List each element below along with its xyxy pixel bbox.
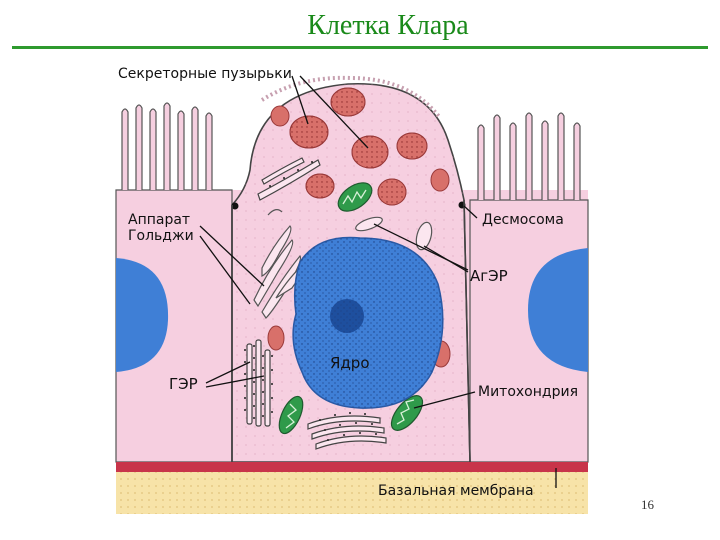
left-neighbor-cell	[115, 102, 233, 463]
nucleus	[292, 236, 444, 409]
rough-er-left-stack	[246, 339, 271, 427]
leader-lines	[199, 75, 557, 488]
label-secretory-vesicles: Секреторные пузырьки	[118, 66, 292, 82]
label-smooth-er: АгЭР	[470, 267, 508, 285]
desmosome-left	[231, 202, 239, 210]
label-basal-membrane: Базальная мембрана	[378, 483, 534, 499]
label-mitochondria: Митохондрия	[478, 384, 578, 400]
right-neighbor-cell	[469, 112, 589, 463]
mitochondrion-lower-left	[278, 395, 304, 435]
page-number: 16	[641, 497, 654, 512]
mitochondrion-top	[337, 182, 373, 212]
label-desmosome: Десмосома	[482, 212, 564, 228]
label-golgi-line2: Гольджи	[128, 228, 194, 244]
basal-membrane	[116, 462, 588, 514]
label-rough-er: ГЭР	[169, 375, 198, 393]
rough-er-upper	[257, 157, 321, 201]
right-neighbor-nucleus	[528, 248, 588, 372]
apical-surface	[260, 75, 442, 120]
label-golgi-line1: Аппарат	[128, 212, 191, 228]
ribosome-dots	[244, 161, 377, 441]
mitochondria-group	[278, 182, 424, 435]
label-nucleus: Ядро	[330, 354, 370, 372]
slide-title: Клетка Клара	[307, 10, 469, 41]
rough-er	[246, 157, 387, 450]
left-neighbor-nucleus	[116, 258, 169, 372]
mitochondrion-lower-right	[390, 395, 424, 431]
secretory-vesicles	[267, 87, 451, 368]
rough-er-bottom-stack	[307, 415, 387, 450]
smooth-er	[267, 209, 433, 251]
title-divider	[12, 46, 708, 49]
